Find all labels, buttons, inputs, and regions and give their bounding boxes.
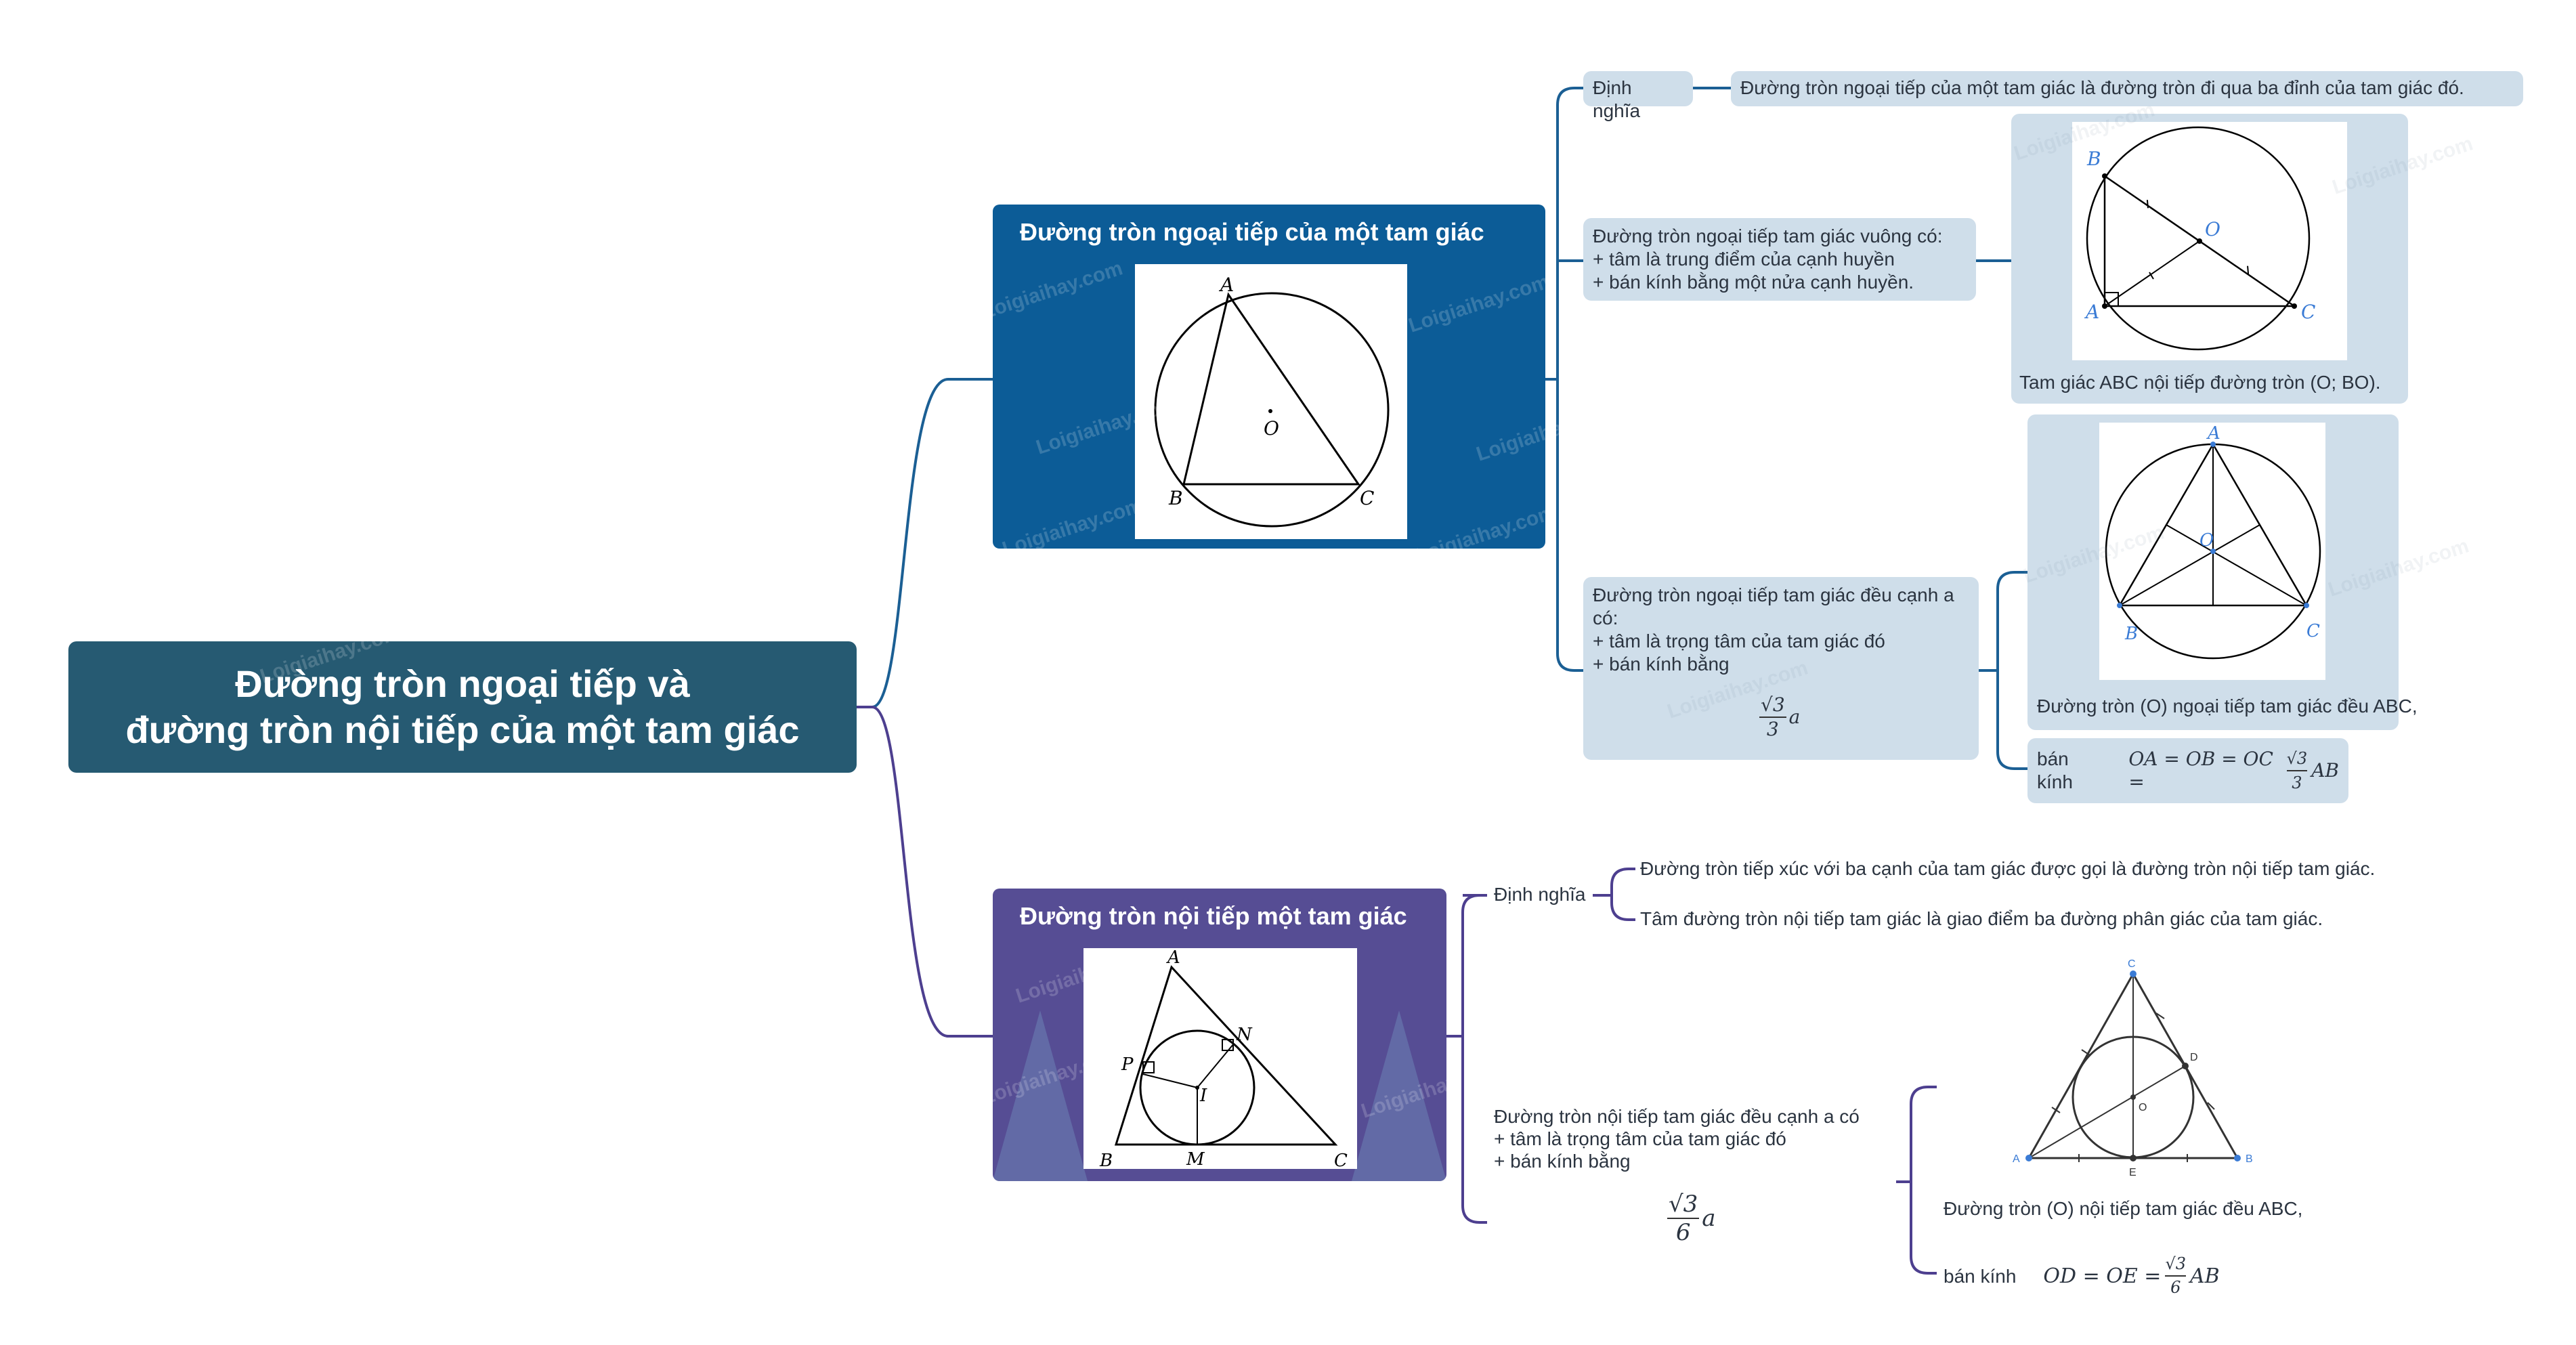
insc-definition-label[interactable]: Định nghĩa — [1494, 884, 1586, 905]
right-triangle-diagram: B A C O — [2084, 126, 2315, 351]
note-line: + tâm là trọng tâm của tam giác đó — [1494, 1128, 1786, 1149]
triangle-abc — [1182, 292, 1360, 486]
note-line: + tâm là trung điểm của cạnh huyền — [1593, 249, 1895, 270]
note-line: + bán kính bằng — [1494, 1151, 1631, 1172]
note-line: Đường tròn nội tiếp tam giác đều cạnh a … — [1494, 1106, 1860, 1127]
label-o: O — [2199, 530, 2214, 551]
note-line: Đường tròn ngoại tiếp tam giác vuông có: — [1593, 226, 1943, 247]
connector-insc-def-items — [1593, 868, 1635, 921]
circumradius-formula: √3 3 a — [1759, 693, 1800, 741]
label-c: C — [1334, 1151, 1348, 1169]
formula-denominator: 3 — [1766, 718, 1779, 740]
radius-formula: OD = OE = √3 6 AB — [2043, 1254, 2220, 1297]
connector-root-inscribed — [857, 706, 993, 1038]
branch-inscribed-decoration — [993, 1010, 1446, 1181]
equilateral-circum-diagram: A B C O — [2105, 423, 2321, 660]
radius-formula: OA = OB = OC = √3 3 AB — [2128, 748, 2339, 793]
label-b: B — [2246, 1153, 2253, 1165]
connector-insc-equi-items — [1896, 1086, 1937, 1275]
label-a: A — [2013, 1153, 2020, 1165]
root-topic[interactable]: Đường tròn ngoại tiếp và đường tròn nội … — [68, 641, 857, 773]
note-line: + bán kính bằng — [1593, 654, 1730, 675]
label-a: A — [2084, 301, 2099, 323]
equilateral-circum-radius[interactable]: bán kính OA = OB = OC = √3 3 AB — [2027, 738, 2348, 803]
connector-circ-children — [1545, 87, 1583, 672]
branch-circumscribed-title: Đường tròn ngoại tiếp của một tam giác — [1020, 218, 1484, 246]
formula-var: a — [1788, 706, 1801, 728]
label-a: A — [2206, 423, 2220, 444]
radius-label: bán kính — [2037, 748, 2073, 792]
right-triangle-figure: B A C O — [2072, 122, 2347, 360]
circ-definition-text[interactable]: Đường tròn ngoại tiếp của một tam giác l… — [1731, 71, 2523, 106]
label-c: C — [2128, 958, 2136, 970]
watermark: Loigiaihay.com — [979, 257, 1125, 324]
label-b: B — [1168, 487, 1183, 509]
label-c: C — [2306, 621, 2320, 641]
connector-insc-children — [1446, 894, 1487, 1224]
label-c: C — [2301, 301, 2315, 323]
equilateral-in-diagram: C A B D E O — [2013, 958, 2253, 1178]
equilateral-circum-figure: A B C O — [2099, 423, 2325, 680]
equilateral-circum-caption: Đường tròn (O) ngoại tiếp tam giác đều A… — [2037, 696, 2418, 717]
circumcircle — [2086, 126, 2311, 351]
label-b: B — [1099, 1151, 1113, 1169]
label-o: O — [2205, 218, 2220, 240]
circ-definition-label[interactable]: Định nghĩa — [1583, 71, 1693, 121]
formula-numerator: √3 — [1759, 693, 1786, 718]
root-title-line2: đường tròn nội tiếp của một tam giác — [125, 708, 800, 751]
label-a: A — [1166, 948, 1180, 968]
branch-inscribed[interactable]: Đường tròn nội tiếp một tam giác A B C I… — [993, 889, 1446, 1181]
note-line: Đường tròn ngoại tiếp tam giác đều cạnh … — [1593, 584, 1954, 605]
center-o-dot — [1268, 409, 1272, 413]
circumcircle — [1154, 292, 1390, 528]
branch-circumscribed[interactable]: Đường tròn ngoại tiếp của một tam giác A… — [979, 205, 1620, 568]
inscribed-triangle-diagram: A B C I M N P — [1099, 947, 1348, 1171]
connector-equi-children — [1976, 571, 2027, 770]
label-o: O — [2139, 1102, 2147, 1113]
label-m: M — [1186, 1149, 1205, 1169]
label-b: B — [2124, 624, 2138, 644]
circ-equilateral-note[interactable]: Đường tròn ngoại tiếp tam giác đều cạnh … — [1583, 577, 1979, 760]
note-line: có: — [1593, 607, 1618, 628]
label-d: D — [2190, 1052, 2198, 1063]
connector-root-circumscribed — [857, 378, 993, 708]
equilateral-in-caption[interactable]: Đường tròn (O) nội tiếp tam giác đều ABC… — [1944, 1198, 2303, 1219]
inradius-formula: √3 6 a — [1667, 1191, 1716, 1246]
circ-right-triangle-note[interactable]: Đường tròn ngoại tiếp tam giác vuông có:… — [1583, 218, 1976, 301]
right-triangle-caption: Tam giác ABC nội tiếp đường tròn (O; BO)… — [2019, 372, 2381, 393]
note-line: + tâm là trọng tâm của tam giác đó — [1593, 631, 1885, 652]
label-e: E — [2129, 1167, 2137, 1178]
equilateral-in-radius[interactable]: bán kính OD = OE = √3 6 AB — [1944, 1253, 2220, 1299]
insc-definition-2[interactable]: Tâm đường tròn nội tiếp tam giác là giao… — [1640, 908, 2323, 929]
triangle-abc — [1114, 965, 1338, 1146]
branch-inscribed-title: Đường tròn nội tiếp một tam giác — [1020, 902, 1407, 930]
label-n: N — [1236, 1025, 1253, 1045]
equilateral-circum-figure-card[interactable]: A B C O Đường tròn (O) ngoại tiếp tam gi… — [2021, 414, 2472, 730]
radius-label: bán kính — [1944, 1265, 2017, 1287]
inscribed-figure: A B C I M N P — [1083, 947, 1357, 1171]
insc-equilateral-note[interactable]: Đường tròn nội tiếp tam giác đều cạnh a … — [1494, 1105, 1900, 1172]
insc-definition-1[interactable]: Đường tròn tiếp xúc với ba cạnh của tam … — [1640, 858, 2376, 879]
note-line: + bán kính bằng một nửa cạnh huyền. — [1593, 272, 1914, 293]
label-c: C — [1360, 487, 1374, 509]
right-triangle-figure-card[interactable]: B A C O Tam giác ABC nội tiếp đường tròn… — [2011, 98, 2476, 404]
label-i: I — [1199, 1086, 1207, 1106]
root-title-line1: Đường tròn ngoại tiếp và — [235, 662, 690, 705]
circumscribed-figure: A B C O — [1135, 264, 1407, 539]
label-b: B — [2086, 148, 2101, 170]
label-o: O — [1264, 417, 1279, 440]
label-a: A — [1218, 274, 1234, 296]
label-p: P — [1121, 1054, 1134, 1075]
watermark: Loigiaihay.com — [1406, 270, 1552, 337]
circumscribed-triangle-diagram: A B C O — [1154, 274, 1390, 528]
